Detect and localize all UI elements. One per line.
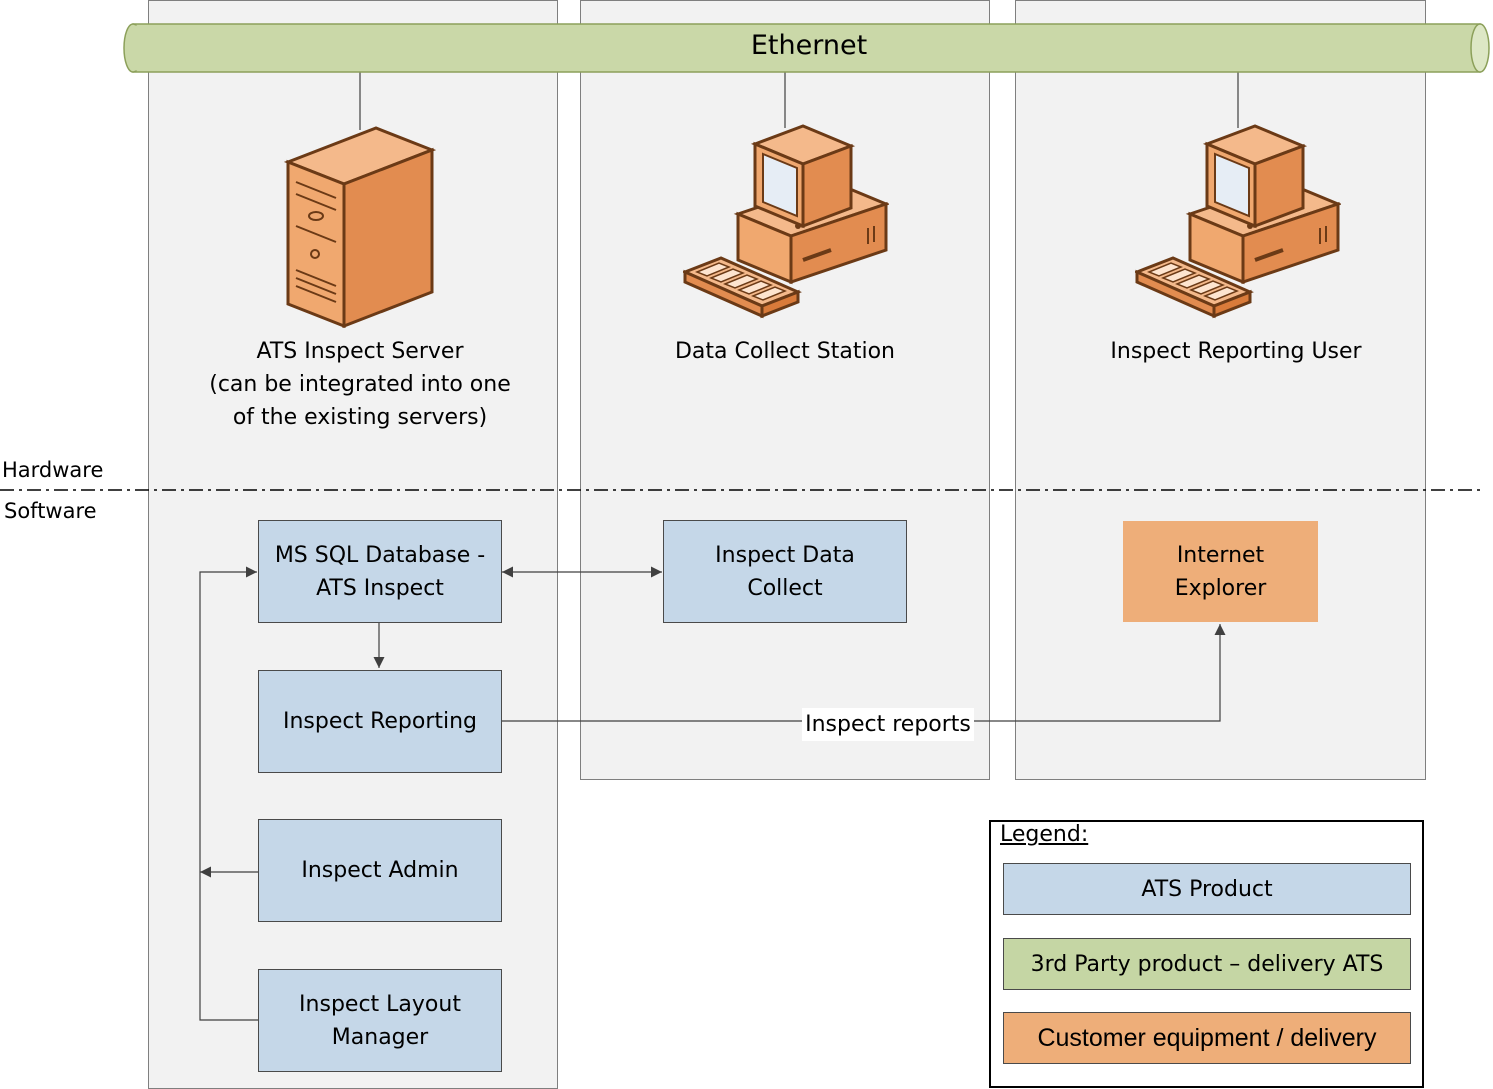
legend-item-ats: ATS Product: [1003, 863, 1411, 915]
ethernet-pipe: [123, 23, 1490, 73]
desktop-computer-icon: [683, 124, 889, 319]
server-tower-icon: [284, 126, 436, 328]
desktop-computer-icon: [1135, 124, 1341, 319]
legend-item-customer: Customer equipment / delivery: [1003, 1012, 1411, 1064]
inspect-reports-label: Inspect reports: [802, 708, 974, 741]
left-bus-to-db: [199, 566, 258, 1021]
data-collect-box[interactable]: Inspect Data Collect: [663, 520, 907, 623]
hardware-label: Hardware: [2, 458, 104, 482]
db-box[interactable]: MS SQL Database - ATS Inspect: [258, 520, 502, 623]
admin-box[interactable]: Inspect Admin: [258, 819, 502, 922]
user-column: [1015, 0, 1426, 780]
ethernet-label: Ethernet: [750, 30, 868, 61]
reporting-box[interactable]: Inspect Reporting: [258, 670, 502, 773]
internet-explorer-box[interactable]: Internet Explorer: [1123, 521, 1318, 622]
server-label: ATS Inspect Server (can be integrated in…: [209, 339, 511, 430]
user-label: Inspect Reporting User: [1110, 339, 1362, 364]
layout-manager-box[interactable]: Inspect Layout Manager: [258, 969, 502, 1072]
legend-item-thirdparty: 3rd Party product – delivery ATS: [1003, 938, 1411, 990]
software-label: Software: [4, 499, 97, 523]
station-label: Data Collect Station: [674, 339, 896, 364]
station-column: [580, 0, 990, 780]
reporting-ie-arrow: [502, 624, 1226, 722]
legend-title: Legend:: [1000, 822, 1089, 847]
